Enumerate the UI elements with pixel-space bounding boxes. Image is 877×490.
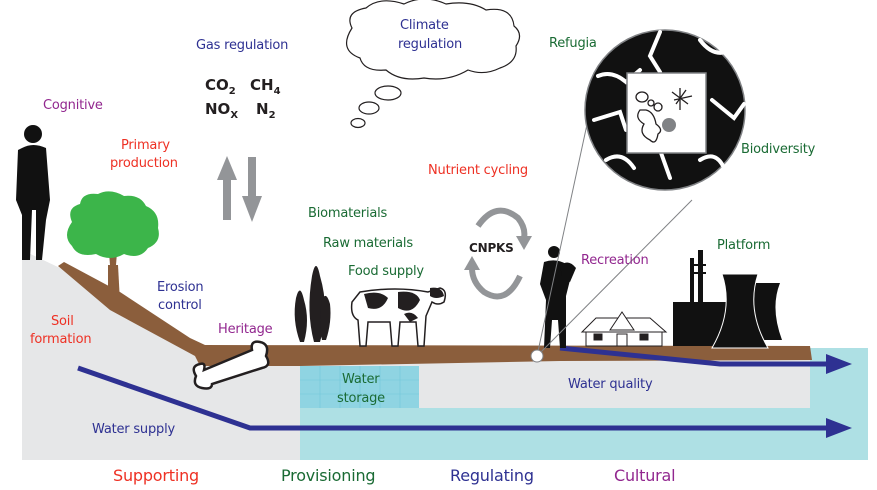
label-biodiversity: Biodiversity — [741, 142, 816, 157]
label-primary-production-1: Primary — [121, 138, 170, 153]
label-gas-regulation: Gas regulation — [196, 38, 289, 53]
soil-surface — [58, 262, 812, 366]
gas-ch4: CH4 — [250, 76, 281, 97]
water-quality-arrow — [559, 345, 830, 367]
gas-co2-base: CO — [205, 76, 229, 94]
zoom-origin-circle — [530, 349, 544, 363]
category-cultural: Cultural — [614, 466, 676, 485]
gas-n2-base: N — [256, 100, 269, 118]
gas-co2-sub: 2 — [228, 86, 236, 97]
label-food-supply: Food supply — [348, 264, 424, 279]
label-nutrient-cycling: Nutrient cycling — [428, 163, 528, 178]
water-storage-grid — [300, 366, 419, 408]
gas-nox: NOX — [205, 100, 238, 121]
label-climate-regulation-1: Climate — [400, 18, 449, 33]
label-water-storage-1: Water — [342, 372, 380, 387]
label-climate-regulation-2: regulation — [398, 37, 463, 52]
label-primary-production-2: production — [110, 156, 178, 171]
cycle-arrowhead-right — [516, 236, 532, 250]
gas-n2-sub: 2 — [268, 110, 276, 121]
gas-ch4-base: CH — [250, 76, 274, 94]
water-quality-arrowhead — [826, 354, 852, 374]
label-refugia: Refugia — [549, 36, 597, 51]
label-soil-formation-1: Soil — [51, 314, 74, 329]
tree-icon — [67, 191, 159, 265]
water-supply-arrowhead — [826, 418, 852, 438]
gas-co2: CO2 — [205, 76, 236, 97]
category-provisioning: Provisioning — [281, 466, 376, 485]
label-erosion-control-2: control — [158, 298, 202, 313]
zoom-line-left — [536, 91, 595, 357]
label-biomaterials: Biomaterials — [308, 206, 388, 221]
power-plant-icon — [673, 250, 782, 349]
water-supply-arrow — [77, 365, 830, 431]
exchange-arrows-icon — [217, 156, 262, 222]
label-recreation: Recreation — [581, 253, 649, 268]
label-cnpks: CNPKS — [469, 241, 514, 255]
gas-n2: N2 — [256, 100, 276, 121]
soil-magnification-icon — [584, 29, 746, 191]
label-platform: Platform — [717, 238, 771, 253]
wheat-icon — [294, 266, 331, 342]
label-water-supply: Water supply — [92, 422, 175, 437]
house-icon — [580, 311, 668, 347]
label-water-quality: Water quality — [568, 377, 653, 392]
human-silhouette-icon — [16, 125, 50, 260]
label-erosion-control-1: Erosion — [157, 280, 204, 295]
bone-icon — [192, 340, 270, 390]
label-water-storage-2: storage — [337, 391, 385, 406]
parent-with-child-icon — [540, 246, 576, 348]
label-heritage: Heritage — [218, 322, 273, 337]
zoom-line-right — [536, 199, 693, 357]
nutrient-cycle-icon — [469, 207, 528, 300]
water-body — [300, 348, 868, 460]
gas-nox-base: NO — [205, 100, 231, 118]
label-cognitive: Cognitive — [43, 98, 103, 113]
label-raw-materials: Raw materials — [323, 236, 413, 251]
cycle-arrowhead-left — [464, 256, 480, 270]
gas-nox-sub: X — [230, 110, 239, 121]
thought-cloud-icon — [345, 0, 521, 129]
category-regulating: Regulating — [450, 466, 534, 485]
label-soil-formation-2: formation — [30, 332, 92, 347]
category-supporting: Supporting — [113, 466, 199, 485]
cow-icon — [350, 287, 447, 347]
tree-root — [108, 265, 120, 302]
gas-ch4-sub: 4 — [273, 86, 281, 97]
